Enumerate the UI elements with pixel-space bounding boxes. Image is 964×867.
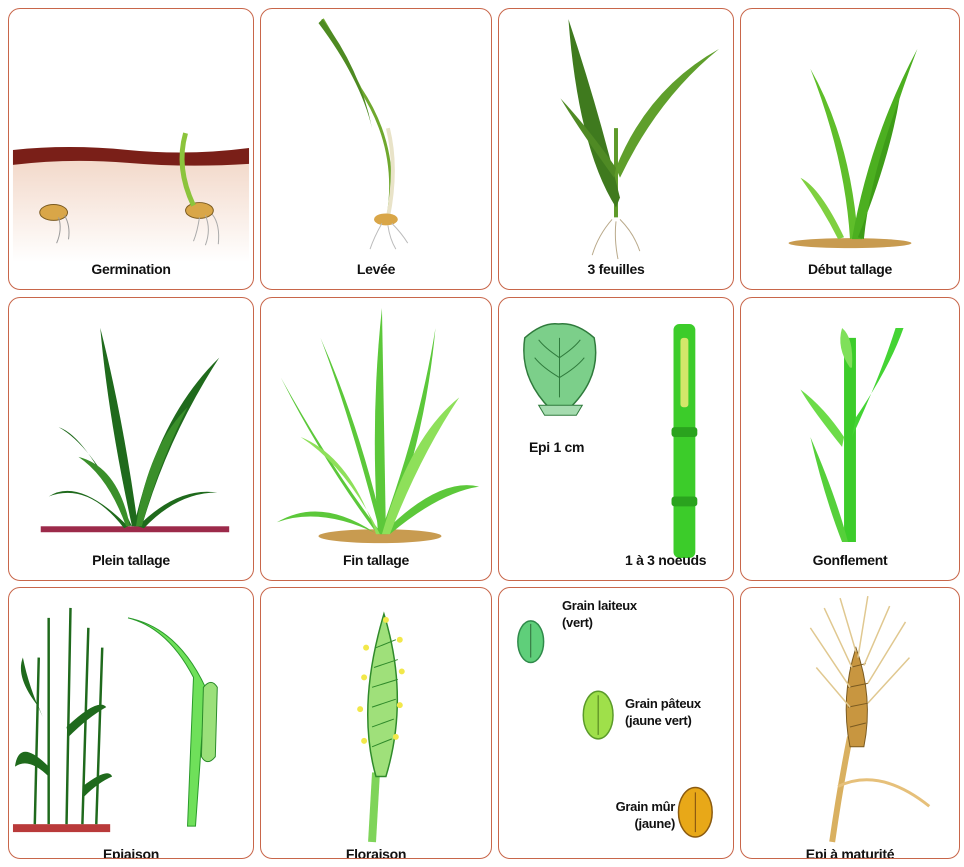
heading-ear-zoom [128, 618, 217, 826]
grain-pateux-icon [583, 691, 613, 739]
grain-mur-icon [678, 787, 712, 837]
stage-card-germination: Germination [8, 8, 254, 290]
stage-label-epiaison: Epiaison [9, 846, 253, 859]
grain-pateux-name: Grain pâteux [625, 695, 701, 712]
grain-pateux-label: Grain pâteux (jaune vert) [625, 695, 701, 729]
three-leaves-illustration [499, 9, 733, 289]
stage-label-debut-tallage: Début tallage [741, 261, 959, 277]
stage-card-grains: Grain laiteux (vert) Grain pâteux (jaune… [498, 587, 734, 859]
stage-card-gonflement: Gonflement [740, 297, 960, 581]
grain-mur-label: Grain mûr (jaune) [589, 798, 675, 832]
stage-label-fin-tallage: Fin tallage [261, 552, 491, 568]
grain-laiteux-icon [518, 621, 544, 663]
grain-laiteux-color: (vert) [562, 614, 637, 631]
stage-label-1-a-3-noeuds: 1 à 3 noeuds [625, 552, 706, 568]
stage-label-epi-1cm: Epi 1 cm [529, 439, 584, 455]
stage-card-floraison: Floraison [260, 587, 492, 859]
stem-nodes [672, 324, 698, 558]
stage-card-fin-tallage: Fin tallage [260, 297, 492, 581]
grain-mur-color: (jaune) [589, 815, 675, 832]
full-tillering-illustration [9, 298, 253, 580]
stage-label-levee: Levée [261, 261, 491, 277]
grain-mur-name: Grain mûr [589, 798, 675, 815]
stage-card-levee: Levée [260, 8, 492, 290]
stage-label-epi-maturite: Epi à maturité [741, 846, 959, 859]
early-tillering-illustration [741, 9, 959, 289]
stage-card-epi-1cm-noeuds: Epi 1 cm 1 à 3 noeuds [498, 297, 734, 581]
stage-card-plein-tallage: Plein tallage [8, 297, 254, 581]
mature-ear-illustration [741, 588, 959, 858]
stage-label-plein-tallage: Plein tallage [9, 552, 253, 568]
heading-illustration [9, 588, 253, 858]
grain-laiteux-label: Grain laiteux (vert) [562, 597, 637, 631]
stage-label-floraison: Floraison [261, 846, 491, 859]
stage-label-3-feuilles: 3 feuilles [499, 261, 733, 277]
booting-illustration [741, 298, 959, 580]
stage-card-3-feuilles: 3 feuilles [498, 8, 734, 290]
stage-card-epi-maturite: Epi à maturité [740, 587, 960, 859]
ear-cross-section [524, 324, 596, 415]
flowering-illustration [261, 588, 491, 858]
germination-illustration [9, 9, 253, 289]
grain-pateux-color: (jaune vert) [625, 712, 701, 729]
levee-illustration [261, 9, 491, 289]
grain-laiteux-name: Grain laiteux [562, 597, 637, 614]
late-tillering-illustration [261, 298, 491, 580]
stage-card-debut-tallage: Début tallage [740, 8, 960, 290]
stage-label-germination: Germination [9, 261, 253, 277]
stage-label-gonflement: Gonflement [741, 552, 959, 568]
stage-card-epiaison: Epiaison [8, 587, 254, 859]
